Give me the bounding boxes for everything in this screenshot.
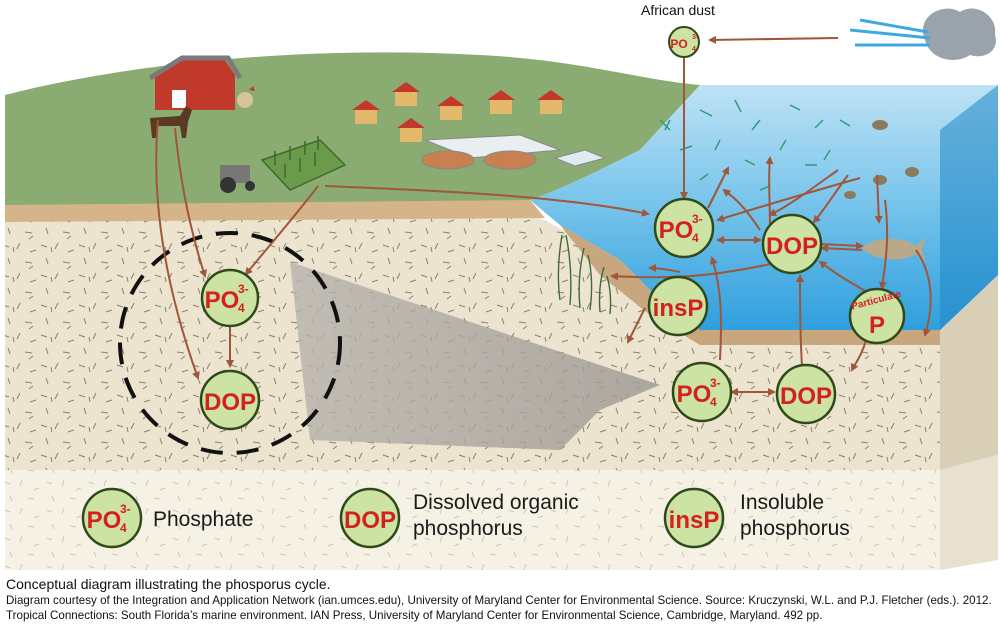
svg-text:DOP: DOP: [766, 233, 818, 260]
african-dust-label: African dust: [641, 2, 715, 18]
node-po4-dust: PO 3- 4: [668, 26, 700, 58]
legend-insp-label-line1: Insoluble: [740, 491, 824, 514]
svg-text:3-: 3-: [238, 282, 249, 296]
svg-text:PO: PO: [677, 381, 712, 408]
legend: PO 3- 4 Phosphate DOP Dissolved organic …: [81, 487, 850, 549]
svg-text:DOP: DOP: [780, 383, 832, 410]
fish-icon: [862, 238, 925, 262]
barn-icon: [148, 55, 243, 110]
svg-text:insP: insP: [669, 507, 720, 534]
legend-phosphate-label: Phosphate: [153, 508, 253, 531]
legend-phosphate-symbol: PO 3- 4: [81, 487, 143, 549]
svg-text:4: 4: [710, 395, 717, 409]
caption-title: Conceptual diagram illustrating the phos…: [6, 576, 331, 592]
horse-icon: [150, 106, 192, 138]
svg-text:4: 4: [692, 46, 696, 53]
rooster-icon: [237, 86, 255, 108]
svg-text:3-: 3-: [692, 212, 703, 226]
legend-strip: [5, 470, 940, 570]
legend-insp-label-line2: phosphorus: [740, 517, 850, 540]
node-particulate-p: Particulate P: [848, 287, 906, 345]
node-dop-porewater: DOP: [199, 369, 261, 431]
svg-text:3-: 3-: [692, 34, 699, 41]
svg-text:3-: 3-: [710, 376, 721, 390]
svg-text:PO: PO: [670, 37, 687, 51]
node-insp-water: insP: [647, 275, 709, 337]
crop-field-icon: [260, 136, 347, 191]
legend-insp-symbol: insP: [663, 487, 725, 549]
seagrass-icon: [557, 234, 612, 315]
houses-icon: [352, 82, 565, 142]
dust-cloud-icon: [849, 8, 996, 61]
node-po4-sediment: PO 3- 4: [671, 361, 733, 423]
caption-credit: Diagram courtesy of the Integration and …: [6, 594, 992, 622]
svg-text:insP: insP: [653, 295, 704, 322]
treatment-plant-icon: [421, 134, 607, 170]
svg-text:PO: PO: [659, 217, 694, 244]
svg-text:3-: 3-: [120, 502, 131, 516]
node-po4-porewater: PO 3- 4: [200, 268, 260, 328]
svg-text:PO: PO: [205, 287, 240, 314]
svg-text:DOP: DOP: [344, 507, 396, 534]
svg-text:4: 4: [692, 231, 699, 245]
tractor-icon: [220, 165, 255, 193]
node-dop-water: DOP: [761, 213, 823, 275]
gray-transport-arrow: [290, 262, 660, 450]
svg-text:PO: PO: [87, 507, 122, 534]
svg-text:DOP: DOP: [204, 389, 256, 416]
svg-text:4: 4: [120, 521, 127, 535]
porewater-dashed-circle: [118, 231, 342, 455]
node-dop-sediment: DOP: [775, 363, 837, 425]
svg-text:P: P: [869, 312, 885, 339]
legend-dop-label-line1: Dissolved organic: [413, 491, 579, 514]
caption: Conceptual diagram illustrating the phos…: [6, 576, 996, 623]
flow-arrows: [155, 35, 932, 396]
legend-dop-label-line2: phosphorus: [413, 517, 523, 540]
svg-text:4: 4: [238, 301, 245, 315]
node-po4-water: PO 3- 4: [653, 197, 715, 259]
legend-dop-symbol: DOP: [339, 487, 401, 549]
